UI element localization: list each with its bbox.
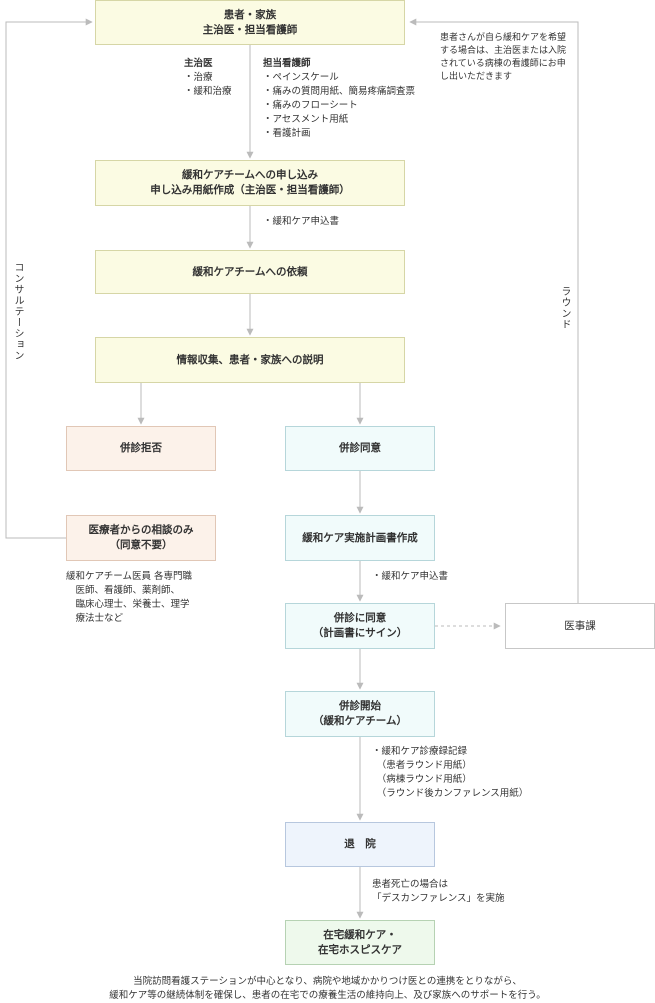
box-agree: 併診同意 xyxy=(285,426,435,471)
label-round: ラウンド xyxy=(559,286,570,330)
footer-description: 当院訪問看護ステーションが中心となり、病院や地域かかりつけ医との連携をとりながら… xyxy=(109,976,546,1001)
note-records: ・緩和ケア診療録記録 （患者ラウンド用紙） （病棟ラウンド用紙） （ラウンド後カ… xyxy=(372,746,529,799)
box-request: 緩和ケアチームへの依頼 xyxy=(95,250,405,294)
box-plan: 緩和ケア実施計画書作成 xyxy=(285,515,435,561)
note-doctor: 主治医 ・治療 ・緩和治療 xyxy=(184,58,232,97)
note-form-1: ・緩和ケア申込書 xyxy=(263,216,340,227)
label-consultation: コンサルテーション xyxy=(12,262,23,361)
box-sign: 併診に同意 （計画書にサイン） xyxy=(285,603,435,649)
box-apply: 緩和ケアチームへの申し込み 申し込み用紙作成（主治医・担当看護師） xyxy=(95,160,405,206)
box-start: 併診開始 （緩和ケアチーム） xyxy=(285,691,435,737)
arrow-consultation-loop xyxy=(5,18,93,539)
note-team-members: 緩和ケアチーム医員 各専門職 医師、看護師、薬剤師、 臨床心理士、栄養士、理学 … xyxy=(66,571,193,624)
box-discharge: 退 院 xyxy=(285,822,435,867)
note-form-2: ・緩和ケア申込書 xyxy=(372,571,449,582)
arrow-round-loop xyxy=(409,18,579,604)
box-refuse: 併診拒否 xyxy=(66,426,216,471)
box-home-care: 在宅緩和ケア・ 在宅ホスピスケア xyxy=(285,920,435,965)
box-info: 情報収集、患者・家族への説明 xyxy=(95,337,405,383)
note-nurse: 担当看護師 ・ペインスケール ・痛みの質問用紙、簡易疼痛調査票 ・痛みのフローシ… xyxy=(263,58,416,139)
box-consult-only: 医療者からの相談のみ （同意不要） xyxy=(66,515,216,561)
box-patient-family: 患者・家族 主治医・担当看護師 xyxy=(95,0,405,45)
note-death: 患者死亡の場合は 「デスカンファレンス」を実施 xyxy=(372,879,505,904)
note-patient-request: 患者さんが自ら緩和ケアを希望 する場合は、主治医または入院 されている病棟の看護… xyxy=(440,33,567,82)
box-medical-affairs: 医事課 xyxy=(505,603,655,649)
